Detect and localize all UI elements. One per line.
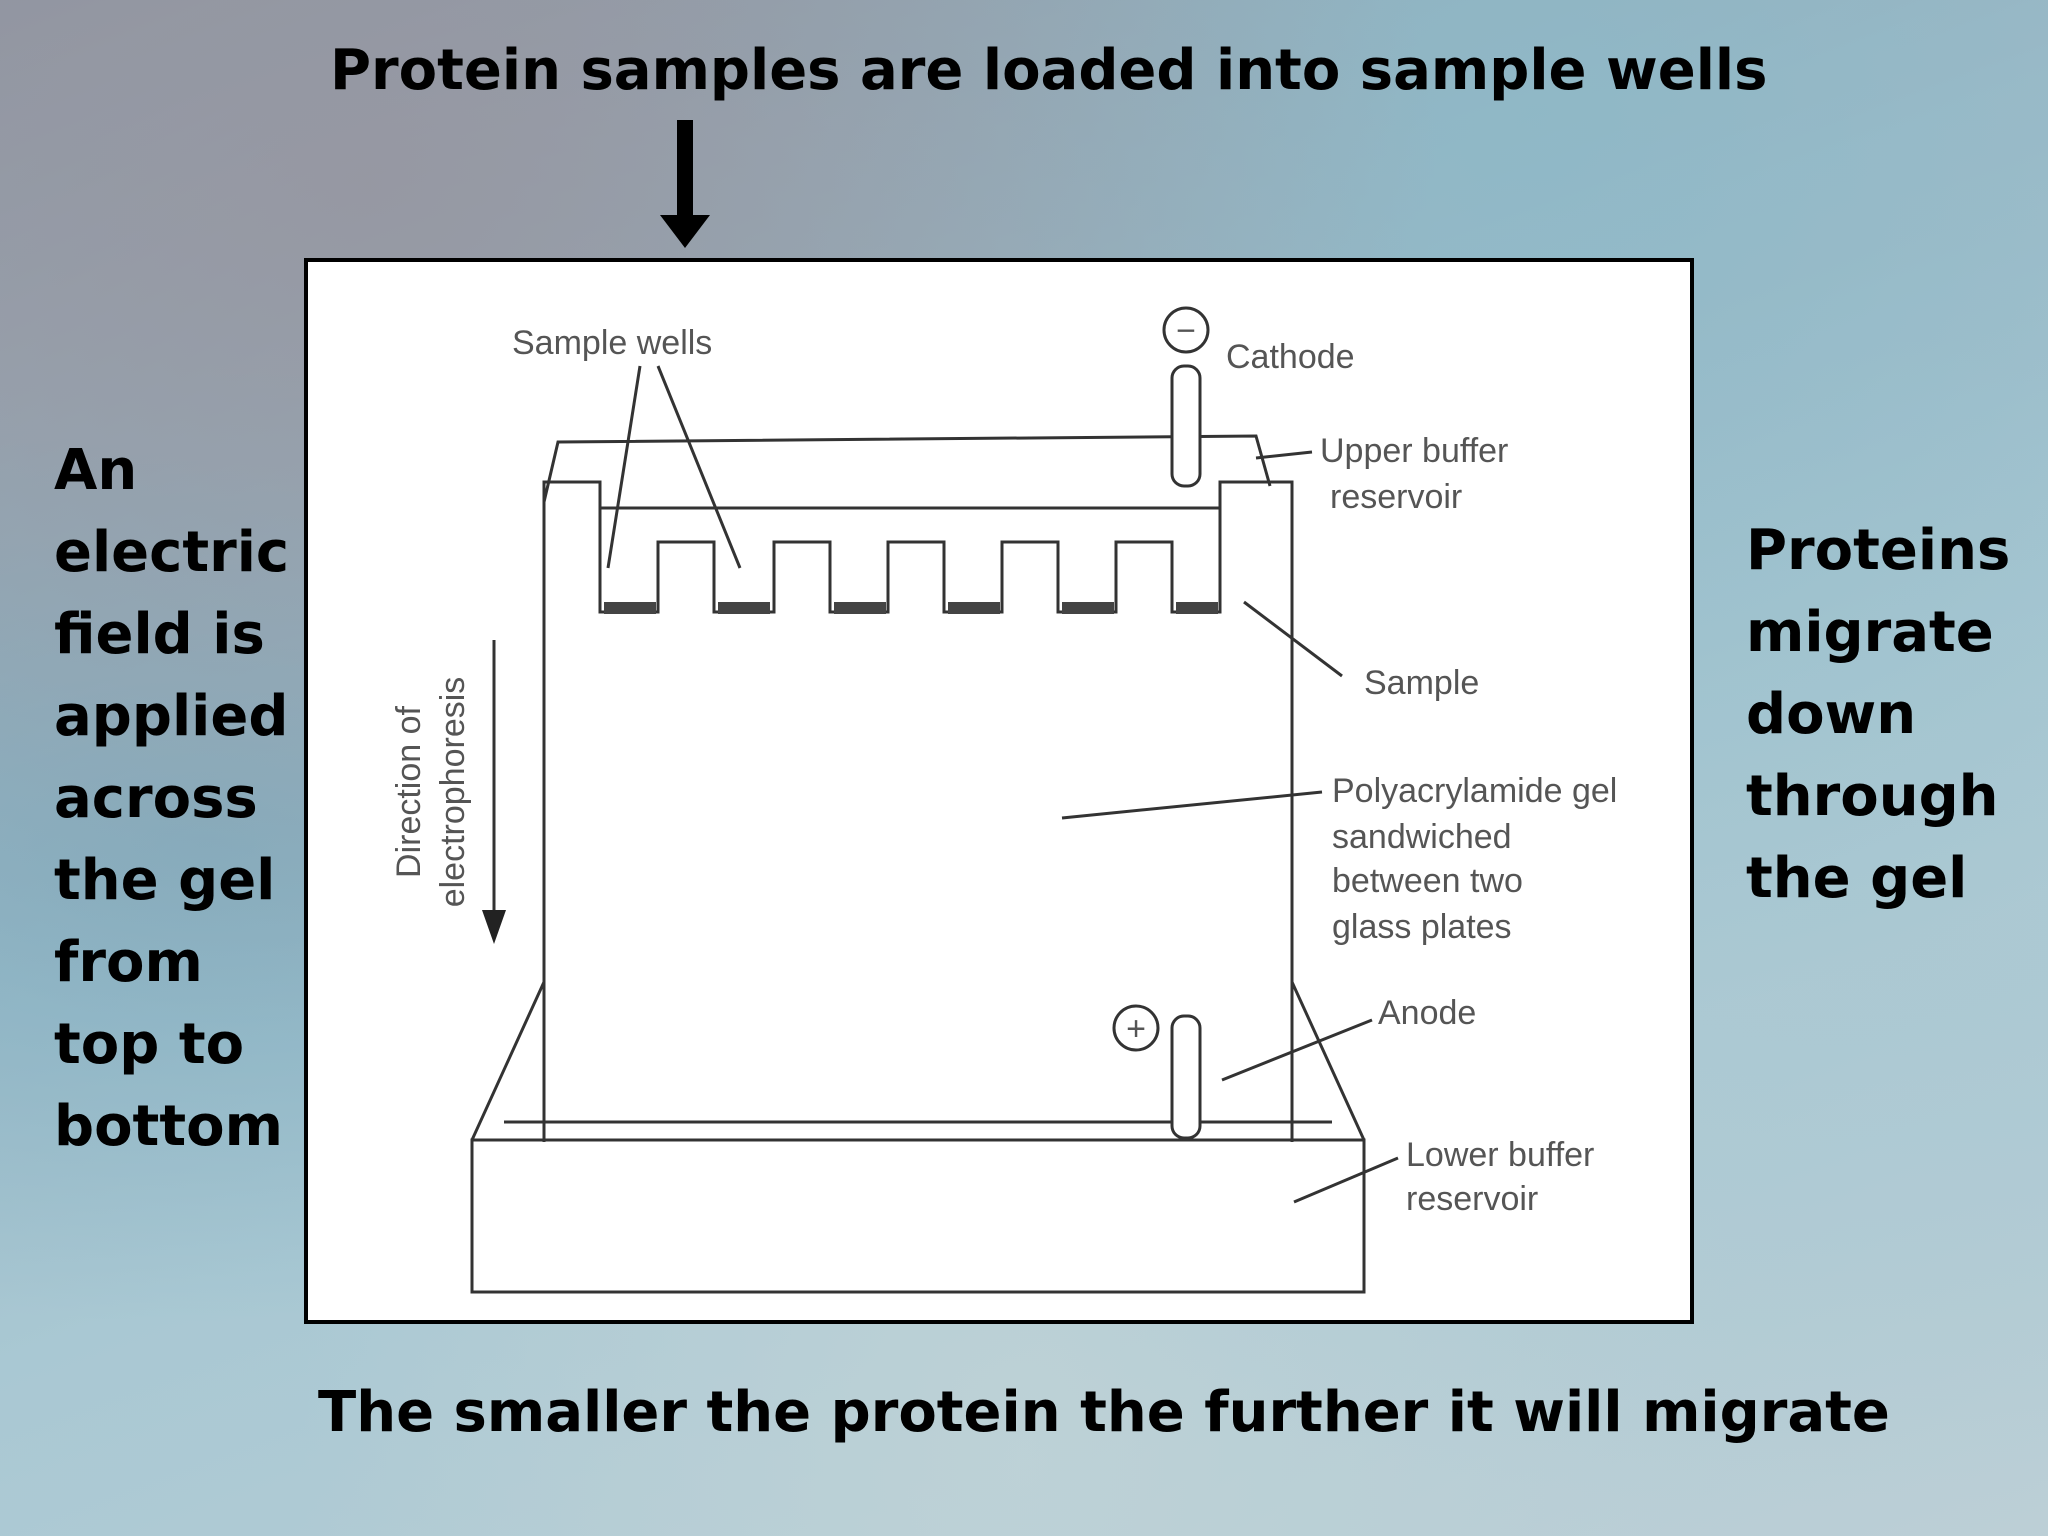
label-gel-line1: Polyacrylamide gel [1332, 772, 1617, 810]
lower-reservoir-box [470, 1138, 1366, 1294]
cathode-symbol: − [1176, 312, 1196, 350]
cathode-circle [1162, 306, 1210, 354]
direction-arrow-head [482, 910, 506, 944]
upper-reservoir-outline [542, 434, 1272, 503]
label-upper-buffer-line2: reservoir [1330, 478, 1462, 516]
sample-band [834, 602, 886, 614]
label-lower-buffer-line1: Lower buffer [1406, 1136, 1594, 1174]
anode-leader [1221, 1018, 1373, 1082]
label-gel-line3: between two [1332, 862, 1523, 900]
sample-band [1176, 602, 1218, 614]
anode-electrode [1170, 1014, 1202, 1140]
slide-title: Protein samples are loaded into sample w… [330, 38, 1768, 103]
diagram-drawing: Sample wells − Cathode Upper buffer rese… [390, 306, 1617, 1294]
lower-reservoir-left-wall [470, 981, 546, 1141]
sample-band [948, 602, 1000, 614]
label-anode: Anode [1378, 994, 1476, 1032]
lower-buffer-leader [1293, 1156, 1399, 1204]
label-lower-buffer-line2: reservoir [1406, 1180, 1538, 1218]
bottom-caption: The smaller the protein the further it w… [318, 1380, 1890, 1445]
label-direction-line2: electrophoresis [434, 677, 472, 908]
label-direction-line1: Direction of [390, 705, 428, 878]
label-gel-line2: sandwiched [1332, 818, 1512, 856]
left-note: An electric field is applied across the … [54, 438, 290, 1159]
cathode-electrode [1170, 364, 1202, 488]
sample-band [718, 602, 770, 614]
label-gel-line4: glass plates [1332, 908, 1512, 946]
label-cathode: Cathode [1226, 338, 1355, 376]
sample-band [1062, 602, 1114, 614]
anode-symbol: + [1126, 1010, 1146, 1048]
gel-plate-outline [542, 480, 1294, 1142]
gel-leader [1061, 790, 1323, 820]
label-upper-buffer-line1: Upper buffer [1320, 432, 1508, 470]
down-arrow-icon [660, 120, 710, 248]
label-sample: Sample [1364, 664, 1479, 702]
sample-wells-comb [598, 508, 1222, 614]
right-note: Proteins migrate down through the gel [1746, 518, 2011, 911]
upper-buffer-leader [1255, 450, 1313, 460]
electrophoresis-diagram: Sample wells − Cathode Upper buffer rese… [304, 258, 1694, 1324]
sample-wells-leader-2 [656, 365, 742, 569]
anode-circle [1112, 1004, 1160, 1052]
lower-reservoir-right-wall [1290, 981, 1366, 1141]
sample-band [604, 602, 656, 614]
label-sample-wells: Sample wells [512, 324, 712, 362]
sample-leader [1243, 600, 1343, 678]
sample-wells-leader-1 [606, 365, 642, 569]
